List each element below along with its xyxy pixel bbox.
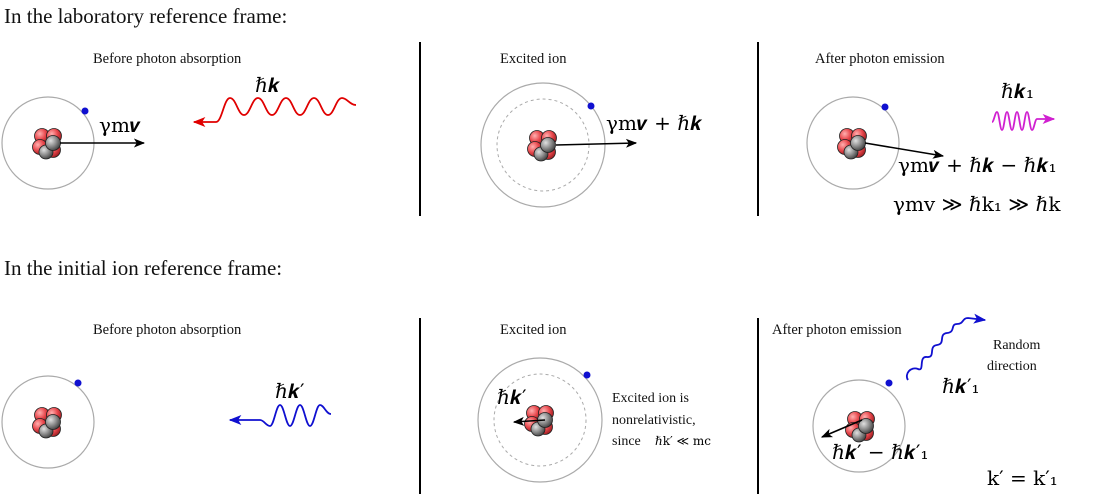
excited-recoil-arrow (512, 416, 546, 426)
ion-ion-after (812, 379, 906, 473)
orbit-ring (1, 375, 95, 469)
lab-caption-excited: Excited ion (500, 51, 567, 67)
excited-momentum-label: γm𝒗 + ℏ𝒌 (606, 111, 703, 135)
absorbed-photon-wave (228, 404, 332, 427)
lab-ion-after (806, 96, 900, 190)
electron (74, 379, 82, 387)
ion-photon-label: ℏ𝒌′ (275, 379, 305, 403)
electron (81, 107, 89, 115)
after-momentum-arrow (864, 142, 945, 159)
nucleus (845, 411, 875, 443)
ion-caption-before: Before photon absorption (93, 322, 242, 338)
random-direction-line-2: direction (987, 359, 1037, 374)
ion-emitted-photon-label: ℏ𝒌′₁ (942, 374, 980, 398)
outer-orbit-ring (477, 357, 603, 483)
electron (587, 102, 595, 110)
orbit-ring (806, 96, 900, 190)
note-line-2: nonrelativistic, (612, 413, 696, 428)
ion-caption-after: After photon emission (772, 322, 902, 338)
lab-frame-heading: In the laboratory reference frame: (4, 4, 287, 28)
after-momentum-label: γm𝒗 + ℏ𝒌 − ℏ𝒌₁ (898, 153, 1057, 177)
emitted-photon-wave (905, 313, 987, 381)
emitted-photon-wave (991, 111, 1056, 131)
ground-orbit-ring (493, 373, 587, 467)
ground-orbit-ring (496, 98, 590, 192)
nucleus (32, 128, 62, 160)
lab-inequality: γmv ≫ ℏk₁ ≫ ℏk (893, 192, 1061, 216)
lab-caption-before: Before photon absorption (93, 51, 242, 67)
nucleus (32, 407, 62, 439)
note-line-1: Excited ion is (612, 391, 689, 406)
excited-momentum-arrow (555, 138, 638, 148)
absorbed-photon-wave (192, 97, 357, 128)
ion-ion-before (1, 375, 95, 469)
outer-orbit-ring (480, 82, 606, 208)
absorbed-photon-label: ℏ𝒌 (255, 73, 281, 97)
electron (583, 371, 591, 379)
ion-equality: k′ = k′₁ (987, 466, 1058, 490)
ion-frame-heading: In the initial ion reference frame: (4, 256, 282, 280)
nucleus (527, 130, 557, 162)
recoil-momentum-label: ℏ𝒌′ − ℏ𝒌′₁ (832, 440, 929, 464)
nucleus (837, 128, 867, 160)
orbit-ring (812, 379, 906, 473)
ion-ion-excited (477, 357, 603, 483)
ion-caption-excited: Excited ion (500, 322, 567, 338)
electron (881, 103, 889, 111)
emitted-photon-label: ℏ𝒌₁ (1001, 79, 1034, 103)
recoil-arrow (820, 419, 863, 438)
note-line-3-prefix: since (612, 434, 641, 449)
random-direction-line-1: Random (993, 338, 1041, 353)
ion-momentum-label: γm𝒗 (99, 113, 141, 137)
excited-recoil-label: ℏ𝒌′ (497, 385, 527, 409)
lab-caption-after: After photon emission (815, 51, 945, 67)
electron (885, 379, 893, 387)
lab-ion-excited (480, 82, 606, 208)
note-line-3-math: ℏk′ ≪ mc (655, 434, 711, 448)
